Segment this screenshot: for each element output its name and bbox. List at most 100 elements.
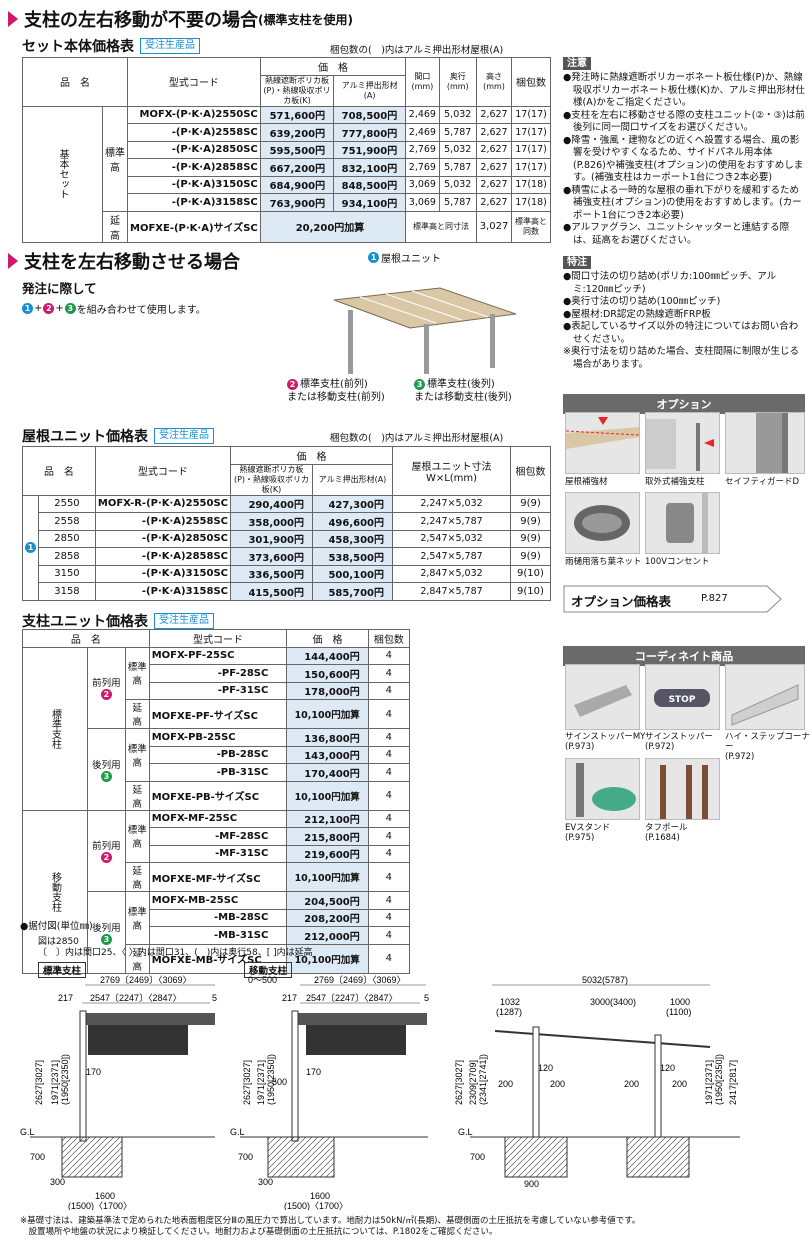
svg-text:G.L: G.L	[230, 1127, 245, 1137]
svg-text:(1950[2350]): (1950[2350])	[714, 1054, 724, 1105]
support-unit-table-title: 支柱ユニット価格表受注生産品	[22, 611, 214, 631]
mov-diagram-label: 移動支柱	[244, 962, 293, 978]
option-price-link[interactable]: オプション価格表 P.827	[563, 585, 783, 613]
safety-guard-image	[725, 412, 805, 474]
high-step-corner-image	[725, 664, 805, 730]
pack-note: 梱包数の( )内はアルミ押出形材屋根(A)	[330, 45, 504, 56]
removable-support-image	[645, 412, 720, 474]
svg-text:120: 120	[660, 1063, 675, 1073]
svg-text:1971[2371]: 1971[2371]	[50, 1060, 60, 1105]
installation-diagram: 2769〔2469〕〈3069〉 2547〔2247〕〈2847〉 217 5 1…	[20, 975, 740, 1210]
svg-text:200: 200	[550, 1079, 565, 1089]
diagram-title: ●据付図(単位㎜)	[20, 921, 93, 932]
svg-text:(1950[2350]): (1950[2350])	[266, 1054, 276, 1105]
option-label: 雨樋用落ち葉ネット	[565, 557, 642, 567]
svg-text:217: 217	[282, 993, 297, 1003]
svg-text:500: 500	[272, 1077, 287, 1087]
sign-stopper-my-image	[565, 664, 640, 730]
note-item: ●アルファグラン、ユニットシャッターと連結する際は、延高をお選びください。	[563, 222, 790, 246]
set-price-table-title: セット本体価格表受注生産品	[22, 36, 200, 56]
special-order-item: ●表記しているサイズ以外の特注についてはお問い合わせください。	[563, 321, 799, 345]
tough-pole-image	[645, 758, 720, 820]
svg-text:200: 200	[498, 1079, 513, 1089]
svg-text:200: 200	[624, 1079, 639, 1089]
std-diagram-label: 標準支柱	[38, 962, 87, 978]
svg-text:(1100): (1100)	[666, 1007, 691, 1017]
special-order-item: ●間口寸法の切り詰め(ポリカ:100㎜ピッチ、アルミ:120㎜ピッチ)	[563, 271, 777, 295]
svg-text:1971[2371]: 1971[2371]	[704, 1060, 714, 1105]
svg-text:(1950[2350]): (1950[2350])	[60, 1054, 70, 1105]
section2-title: 支柱を左右移動させる場合	[8, 248, 240, 274]
svg-text:(1500)〈1700〉: (1500)〈1700〉	[284, 1201, 348, 1210]
roof-reinforcement-image	[565, 412, 640, 474]
svg-text:1032: 1032	[500, 997, 520, 1007]
svg-text:1971[2371]: 1971[2371]	[256, 1060, 266, 1105]
coordinate-header: コーディネイト商品	[563, 646, 805, 666]
svg-text:2547〔2247〕〈2847〉: 2547〔2247〕〈2847〉	[306, 993, 398, 1003]
svg-text:1600: 1600	[310, 1191, 330, 1201]
svg-text:2769〔2469〕〈3069〉: 2769〔2469〕〈3069〉	[314, 975, 406, 985]
svg-text:5: 5	[212, 993, 217, 1003]
order-subtitle: 発注に際して	[22, 281, 97, 296]
section1-title: 支柱の左右移動が不要の場合(標準支柱を使用)	[8, 6, 353, 32]
option-label: セイフティガードD	[725, 477, 800, 487]
svg-text:STOP: STOP	[669, 695, 696, 705]
svg-text:170: 170	[86, 1067, 101, 1077]
svg-text:2309[2709]: 2309[2709]	[468, 1060, 478, 1105]
svg-text:(2341[2741]): (2341[2741])	[478, 1054, 488, 1105]
svg-text:200: 200	[672, 1079, 687, 1089]
option-header: オプション	[563, 394, 805, 414]
svg-text:120: 120	[538, 1063, 553, 1073]
footnote: ※基礎寸法は、建築基準法で定められた地表面粗度区分Ⅲの風圧力で算出しています。地…	[20, 1216, 641, 1237]
svg-text:2417[2817]: 2417[2817]	[728, 1060, 738, 1105]
svg-text:1000: 1000	[670, 997, 690, 1007]
svg-text:(1287): (1287)	[496, 1007, 522, 1017]
set-price-table: 品 名型式コード価 格間口(mm)奥行(mm)高さ(mm)梱包数 熱線遮断ポリカ…	[22, 57, 551, 243]
svg-text:217: 217	[58, 993, 73, 1003]
svg-text:1600: 1600	[95, 1191, 115, 1201]
sign-stopper-image: STOP	[645, 664, 720, 730]
svg-text:0〜500: 0〜500	[248, 975, 277, 985]
option-label: 取外式補強支柱	[645, 477, 705, 487]
svg-text:700: 700	[30, 1152, 45, 1162]
special-order-item: ●奥行寸法の切り詰め(100㎜ピッチ)	[563, 296, 721, 307]
note-item: ●積雪による一時的な屋根の垂れ下がりを緩和するため補強支柱(オプション)の使用を…	[563, 184, 802, 221]
svg-text:G.L: G.L	[458, 1127, 473, 1137]
svg-text:G.L: G.L	[20, 1127, 35, 1137]
note-item: ●支柱を左右に移動させる際の支柱ユニット(②・③)は前後列に同一間口サイズをお選…	[563, 109, 805, 134]
outlet-image	[645, 492, 720, 554]
svg-text:300: 300	[258, 1177, 273, 1187]
svg-text:700: 700	[470, 1152, 485, 1162]
special-order-item: ※奥行寸法を切り詰めた場合、支柱間隔に制限が生じる場合があります。	[563, 346, 799, 370]
svg-text:300: 300	[50, 1177, 65, 1187]
svg-text:900: 900	[524, 1179, 539, 1189]
roof-unit-table-title: 屋根ユニット価格表受注生産品	[22, 426, 214, 446]
